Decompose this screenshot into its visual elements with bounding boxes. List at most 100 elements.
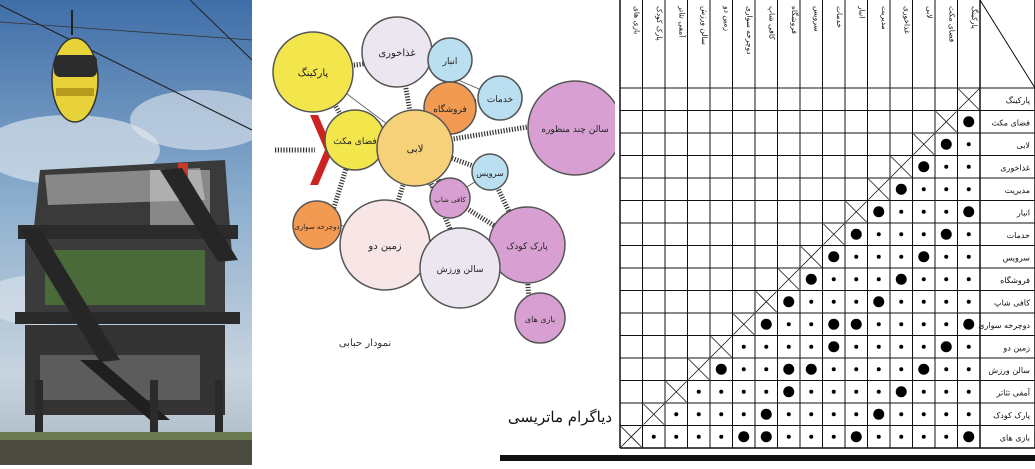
matrix-weak-relation-dot	[944, 277, 948, 281]
matrix-strong-relation-dot	[873, 206, 884, 217]
matrix-col-label: زمین دو	[722, 5, 731, 31]
matrix-weak-relation-dot	[832, 435, 836, 439]
matrix-weak-relation-dot	[809, 390, 813, 394]
matrix-col-label: خدمات	[835, 6, 844, 28]
matrix-weak-relation-dot	[944, 300, 948, 304]
matrix-col-label: غذاخوری	[902, 6, 911, 34]
matrix-strong-relation-dot	[851, 229, 862, 240]
matrix-weak-relation-dot	[899, 210, 903, 214]
matrix-row-label: غذاخوری	[1000, 164, 1030, 173]
matrix-col-label: پارکینگ	[970, 6, 980, 29]
matrix-row-label: فروشگاه	[1000, 275, 1030, 285]
matrix-row-label: آمفی تئاتر	[996, 388, 1031, 398]
matrix-weak-relation-dot	[697, 412, 701, 416]
matrix-row-label: پارک کودک	[993, 411, 1030, 420]
matrix-weak-relation-dot	[832, 277, 836, 281]
matrix-col-label: انبار	[857, 5, 866, 18]
matrix-weak-relation-dot	[787, 322, 791, 326]
matrix-weak-relation-dot	[719, 435, 723, 439]
matrix-weak-relation-dot	[877, 367, 881, 371]
matrix-strong-relation-dot	[783, 364, 794, 375]
matrix-weak-relation-dot	[787, 345, 791, 349]
matrix-weak-relation-dot	[967, 277, 971, 281]
matrix-weak-relation-dot	[854, 255, 858, 259]
matrix-weak-relation-dot	[944, 210, 948, 214]
matrix-col-label: مدیریت	[880, 6, 889, 30]
matrix-weak-relation-dot	[832, 390, 836, 394]
svg-text:فروشگاه: فروشگاه	[433, 103, 467, 115]
matrix-strong-relation-dot	[761, 409, 772, 420]
matrix-row-label: کافی شاپ	[994, 299, 1030, 308]
bubble-open-space: فضای مکث	[325, 110, 385, 170]
matrix-weak-relation-dot	[809, 435, 813, 439]
matrix-weak-relation-dot	[877, 277, 881, 281]
svg-text:کافی شاپ: کافی شاپ	[434, 196, 466, 204]
matrix-weak-relation-dot	[787, 435, 791, 439]
matrix-strong-relation-dot	[806, 364, 817, 375]
matrix-weak-relation-dot	[854, 345, 858, 349]
matrix-weak-relation-dot	[922, 412, 926, 416]
matrix-weak-relation-dot	[922, 277, 926, 281]
matrix-strong-relation-dot	[783, 386, 794, 397]
svg-text:لابی: لابی	[407, 144, 424, 155]
matrix-strong-relation-dot	[851, 431, 862, 442]
matrix-weak-relation-dot	[967, 232, 971, 236]
matrix-strong-relation-dot	[828, 341, 839, 352]
matrix-strong-relation-dot	[851, 319, 862, 330]
matrix-weak-relation-dot	[922, 390, 926, 394]
matrix-strong-relation-dot	[918, 251, 929, 262]
bubble-archive: انبار	[428, 38, 472, 82]
matrix-weak-relation-dot	[899, 232, 903, 236]
matrix-weak-relation-dot	[899, 322, 903, 326]
matrix-weak-relation-dot	[809, 322, 813, 326]
matrix-strong-relation-dot	[783, 296, 794, 307]
matrix-strong-relation-dot	[896, 184, 907, 195]
matrix-weak-relation-dot	[809, 412, 813, 416]
matrix-col-label: لابی	[925, 6, 934, 19]
matrix-weak-relation-dot	[697, 390, 701, 394]
bubble-food: غذاخوری	[362, 17, 432, 87]
matrix-weak-relation-dot	[922, 435, 926, 439]
matrix-strong-relation-dot	[941, 341, 952, 352]
matrix-weak-relation-dot	[922, 345, 926, 349]
building-photo-drawing	[0, 0, 252, 465]
matrix-weak-relation-dot	[967, 300, 971, 304]
matrix-strong-relation-dot	[896, 386, 907, 397]
matrix-weak-relation-dot	[877, 322, 881, 326]
matrix-weak-relation-dot	[854, 277, 858, 281]
matrix-weak-relation-dot	[922, 232, 926, 236]
matrix-weak-relation-dot	[697, 435, 701, 439]
matrix-row-label: خدمات	[1007, 231, 1030, 240]
matrix-weak-relation-dot	[809, 345, 813, 349]
svg-text:غذاخوری: غذاخوری	[378, 48, 415, 59]
matrix-row-label: لابی	[1017, 141, 1030, 150]
relationship-matrix-svg: پارکینگ فضای مکث لابی غذاخوری مدیریت انبار خدم…	[500, 0, 1035, 465]
bubble-gym: سالن ورزش	[420, 228, 500, 308]
matrix-weak-relation-dot	[877, 255, 881, 259]
matrix-weak-relation-dot	[742, 390, 746, 394]
matrix-weak-relation-dot	[764, 367, 768, 371]
matrix-strong-relation-dot	[873, 296, 884, 307]
matrix-weak-relation-dot	[967, 142, 971, 146]
matrix-weak-relation-dot	[719, 390, 723, 394]
matrix-row-label: پارکینگ	[1006, 95, 1030, 105]
matrix-weak-relation-dot	[944, 165, 948, 169]
matrix-weak-relation-dot	[877, 435, 881, 439]
matrix-weak-relation-dot	[922, 187, 926, 191]
matrix-weak-relation-dot	[944, 435, 948, 439]
bubble-ground: زمین دو	[340, 200, 430, 290]
matrix-weak-relation-dot	[944, 367, 948, 371]
matrix-weak-relation-dot	[899, 300, 903, 304]
relationship-matrix: پارکینگ فضای مکث لابی غذاخوری مدیریت انبار خدم…	[500, 0, 1035, 465]
matrix-weak-relation-dot	[832, 300, 836, 304]
matrix-row-label: زمین دو	[1002, 344, 1030, 353]
matrix-col-label: فروشگاه	[790, 6, 800, 34]
matrix-weak-relation-dot	[899, 255, 903, 259]
matrix-col-label: بازی های	[632, 6, 641, 34]
matrix-col-label: سرویس	[812, 6, 821, 32]
matrix-row-label: فضای مکث	[991, 119, 1030, 128]
matrix-col-label: دوچرخه سواری	[745, 6, 754, 55]
matrix-weak-relation-dot	[719, 412, 723, 416]
bubble-parking: پارکینگ	[273, 32, 353, 112]
matrix-weak-relation-dot	[742, 367, 746, 371]
